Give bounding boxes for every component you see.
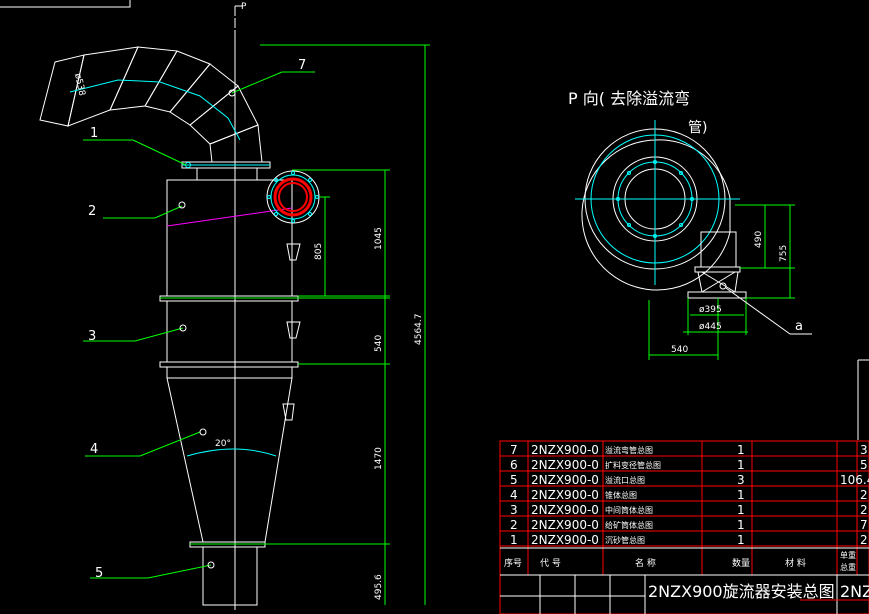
cone: [166, 366, 293, 543]
dim-445: ø445: [699, 322, 722, 332]
bom-table: 7 2NZX900-0 1 3 6 2NZX900-0 1 5 5 2NZX90…: [499, 359, 869, 614]
bom-cell: 总重: [840, 562, 856, 572]
part-label-2: 2: [88, 204, 96, 219]
bom-cell: 1: [737, 458, 745, 472]
bom-cell: 3: [737, 473, 745, 487]
bom-cell: 3: [510, 503, 518, 517]
bom-cell: 4: [510, 488, 518, 502]
bom-cell: 2NZX900-0: [531, 488, 599, 502]
part-label-1: 1: [90, 126, 98, 141]
bom-cell: 7: [860, 518, 868, 532]
bom-cell: 序号: [504, 557, 522, 569]
bom-cell: 7: [510, 443, 518, 457]
bom-cell: 2: [860, 488, 868, 502]
bom-cell: 溢流弯管总图: [605, 445, 653, 455]
side-view: [581, 128, 731, 291]
part-label-5: 5: [95, 566, 103, 581]
angle-label: 20°: [215, 439, 231, 449]
dim-395: ø395: [699, 305, 722, 315]
spigot: [202, 546, 258, 606]
view-label-p: P: [241, 2, 247, 12]
dim-540-h: 540: [671, 345, 688, 355]
dim-490: 490: [754, 231, 764, 248]
bom-cell: 1: [510, 533, 518, 547]
bom-cell: 给矿筒体总图: [605, 520, 653, 530]
callout-a: a: [795, 319, 803, 334]
view-title-line2: 管): [688, 120, 707, 136]
bom-cell: 2NZX900-0: [531, 443, 599, 457]
drawing-title-tail: 2NZX: [840, 582, 869, 601]
bom-cell: 1: [737, 503, 745, 517]
bom-cell: 单重: [840, 550, 856, 560]
bom-cell: 名 称: [635, 557, 656, 569]
bom-cell: 数量: [732, 557, 750, 569]
bom-cell: 中间筒体总图: [605, 505, 653, 515]
dim-538: ø538: [72, 73, 87, 98]
bom-cell: 材 料: [785, 557, 806, 569]
bom-cell: 1: [737, 518, 745, 532]
bom-cell: 沉砂管总图: [605, 535, 645, 545]
bom-cell: 2NZX900-0: [531, 473, 599, 487]
dim-1045: 1045: [374, 227, 384, 250]
dim-4564: 4564.7: [414, 314, 424, 346]
bom-cell: 2NZX900-0: [531, 503, 599, 517]
frame-corner: [0, 0, 131, 8]
part-label-4: 4: [90, 442, 98, 457]
bom-cell: 2NZX900-0: [531, 518, 599, 532]
feed-cylinder: [166, 179, 293, 297]
bom-cell: 2NZX900-0: [531, 458, 599, 472]
bom-cell: 5: [510, 473, 518, 487]
overflow-elbow: [39, 46, 263, 163]
dim-495: 495.6: [374, 574, 384, 600]
bom-cell: 3: [860, 443, 868, 457]
bom-cell: 1: [737, 488, 745, 502]
bom-cell: 代 号: [540, 558, 561, 569]
part-label-3: 3: [88, 329, 96, 344]
bom-cell: 2: [510, 518, 518, 532]
middle-cylinder: [166, 300, 293, 363]
dim-755: 755: [779, 245, 789, 262]
dim-1470: 1470: [374, 447, 384, 470]
bom-cell: 6: [510, 458, 518, 472]
bom-cell: 2: [860, 533, 868, 547]
bom-cell: 1: [737, 533, 745, 547]
part-label-7: 7: [298, 58, 306, 73]
bom-cell: 106.4: [840, 473, 869, 487]
bom-cell: 2NZX900-0: [531, 533, 599, 547]
bom-cell: 溢流口总图: [605, 475, 645, 485]
bom-cell: 锥体总图: [605, 490, 637, 500]
bom-cell: 扩料变径管总图: [605, 460, 661, 470]
bom-cell: 1: [737, 443, 745, 457]
dim-540-v: 540: [374, 335, 384, 352]
dim-805: 805: [314, 243, 324, 260]
bom-cell: 2: [860, 503, 868, 517]
drawing-title: 2NZX900旋流器安装总图: [648, 582, 835, 601]
view-title-line1: P 向( 去除溢流弯: [568, 89, 690, 108]
bom-cell: 5: [860, 458, 868, 472]
